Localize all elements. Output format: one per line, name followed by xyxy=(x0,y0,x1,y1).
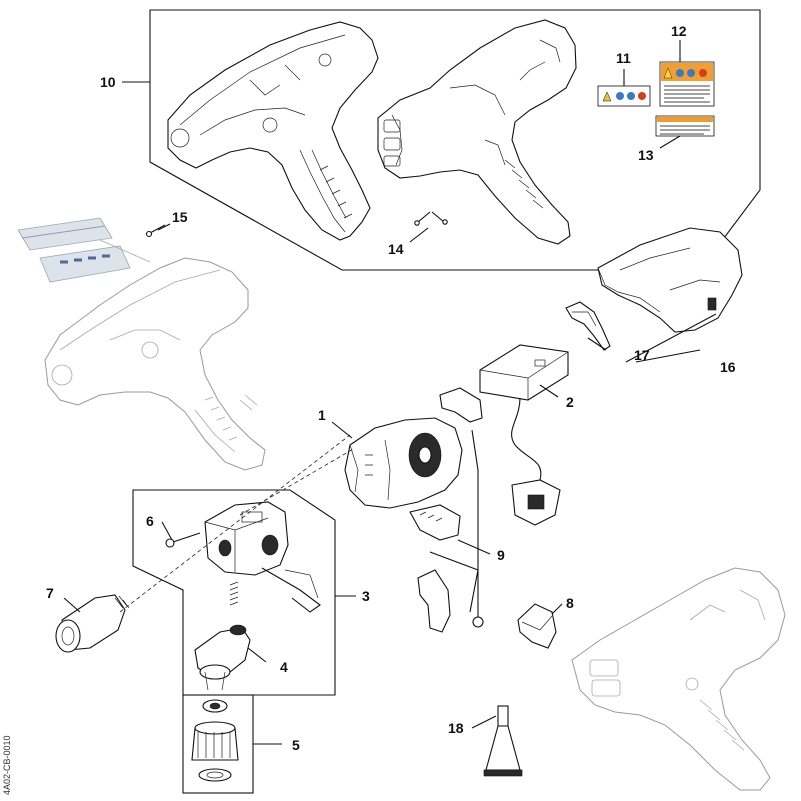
bracket-8-drawing xyxy=(517,603,557,649)
callout-15: 15 xyxy=(172,209,188,225)
callout-17: 17 xyxy=(634,347,650,363)
assembly-axis-1 xyxy=(119,434,351,613)
motor-1-drawing xyxy=(344,417,463,509)
assembly-axis-2 xyxy=(239,447,356,516)
ghost-housing-left xyxy=(44,257,266,471)
callout-5: 5 xyxy=(292,737,300,753)
nozzle-7-drawing xyxy=(55,594,130,653)
callout-6: 6 xyxy=(146,513,154,529)
label-11-sticker xyxy=(597,85,651,107)
screw-14-drawing xyxy=(414,211,448,226)
callout-labels: 10 11 12 13 14 15 16 17 2 1 3 4 5 6 7 8 … xyxy=(46,23,736,753)
label-13-sticker xyxy=(655,115,715,137)
callout-10: 10 xyxy=(100,74,116,90)
callout-13: 13 xyxy=(638,147,654,163)
ghost-gun-right xyxy=(571,567,786,791)
callout-3: 3 xyxy=(362,588,370,604)
switch-box-2-drawing xyxy=(479,344,569,526)
coupling-5-drawing xyxy=(191,699,239,782)
heater-block-3-drawing xyxy=(204,501,321,613)
callout-16: 16 xyxy=(720,359,736,375)
valve-4-drawing xyxy=(194,581,251,691)
switch-9-drawing xyxy=(409,387,484,633)
callout-4: 4 xyxy=(280,659,288,675)
screw-6-drawing xyxy=(165,532,201,548)
label-12-sticker xyxy=(659,61,715,107)
callout-18: 18 xyxy=(448,720,464,736)
grease-tube-18-drawing xyxy=(483,705,523,777)
callout-7: 7 xyxy=(46,585,54,601)
callout-8: 8 xyxy=(566,595,574,611)
drawing-code: 4A02-CB-0010 xyxy=(2,735,12,795)
housing-outer-half-drawing xyxy=(377,19,577,245)
callout-11: 11 xyxy=(616,50,631,66)
callout-9: 9 xyxy=(497,547,505,563)
callout-14: 14 xyxy=(388,241,404,257)
nozzle-shroud-16-drawing xyxy=(597,227,743,333)
callout-12: 12 xyxy=(671,23,687,39)
heater-kit-frame xyxy=(132,489,336,696)
callout-1: 1 xyxy=(318,407,326,423)
leader-lines xyxy=(63,40,717,745)
screw-15-drawing xyxy=(145,224,166,238)
ghost-label-strip xyxy=(17,217,151,283)
clip-17-drawing xyxy=(565,301,611,351)
housing-half-drawing xyxy=(167,21,379,241)
callout-2: 2 xyxy=(566,394,574,410)
